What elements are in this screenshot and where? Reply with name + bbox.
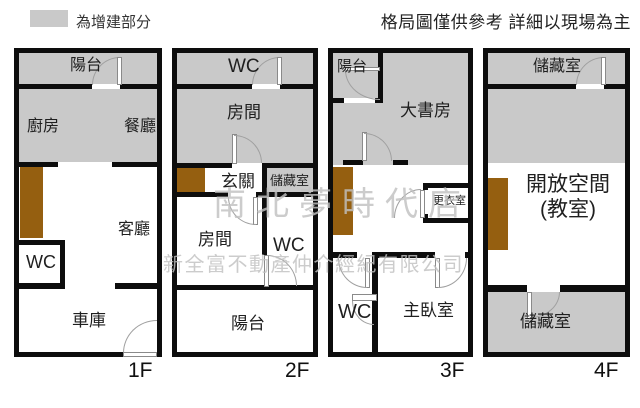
door-leaf (601, 57, 606, 85)
wall (313, 48, 318, 357)
door-opening (527, 285, 560, 292)
door-leaf (352, 294, 377, 301)
wall (393, 160, 408, 165)
wall (483, 352, 630, 357)
addition-area-4f (488, 89, 625, 163)
door-opening (232, 163, 262, 168)
room-label-storage: 儲藏室 (270, 173, 310, 188)
room-label-living: 客廳 (118, 221, 151, 238)
wall (423, 183, 473, 188)
watermark-company-name: 新全富不動產仲介經紀有限公司 (163, 254, 464, 276)
room-label-open-space: 開放空間 (526, 173, 610, 196)
room-label-open-space-sub: (教室) (540, 198, 596, 221)
wall (14, 352, 162, 357)
wall (14, 48, 19, 357)
cabinet-3f (333, 167, 353, 235)
room-label-wc: WC (26, 252, 56, 272)
wall (483, 48, 630, 53)
wall (172, 48, 318, 53)
wall (172, 285, 318, 290)
room-label-wc-3f: WC (338, 301, 372, 323)
cabinet-4f (488, 178, 508, 250)
door-leaf (277, 57, 282, 85)
room-label-dining: 餐廳 (124, 118, 157, 135)
door-opening (228, 192, 256, 197)
cabinet-1f (20, 167, 43, 238)
wall (328, 252, 357, 258)
room-label-garage: 車庫 (72, 311, 106, 330)
room-label-study: 大書房 (400, 101, 451, 120)
wall (465, 252, 473, 258)
cabinet-2f (177, 168, 205, 192)
opening (58, 162, 112, 167)
wall (483, 84, 630, 89)
wall (14, 283, 65, 289)
wall (372, 252, 378, 357)
room-label-storage-bottom: 儲藏室 (520, 312, 571, 331)
room-label-room-top: 房間 (227, 103, 261, 122)
wall (625, 48, 630, 357)
floor-label-4f: 4F (594, 359, 619, 382)
room-label-master: 主臥室 (403, 301, 454, 320)
room-balcony-1f (19, 53, 157, 89)
wall (328, 48, 473, 53)
wall (343, 160, 363, 165)
wall (14, 84, 162, 89)
wall (14, 48, 162, 53)
room-label-storage-top: 儲藏室 (533, 58, 582, 75)
wall (468, 48, 473, 357)
wall (328, 352, 473, 357)
room-label-balcony-2f: 陽台 (231, 314, 265, 333)
room-label-wc-bottom: WC (273, 235, 305, 256)
room-label-room-bottom: 房間 (198, 230, 232, 249)
door-leaf (123, 352, 157, 357)
wall (372, 252, 435, 258)
door-opening (576, 84, 604, 89)
watermark-store-name: 南北夢時代店 (213, 185, 471, 222)
room-kitchen-dining-1f (19, 89, 157, 167)
wall (157, 48, 162, 357)
wall (262, 163, 267, 255)
wall (115, 283, 162, 289)
wall (14, 240, 65, 245)
legend-label: 為增建部分 (76, 14, 152, 31)
wall (378, 48, 383, 103)
legend-swatch (30, 10, 68, 27)
room-label-balcony-3f: 陽台 (337, 58, 368, 75)
door-opening (423, 190, 428, 214)
floor-label-1f: 1F (128, 359, 153, 382)
wall (172, 84, 318, 89)
door-arc (123, 320, 157, 353)
room-storage-2f (267, 168, 313, 192)
floor-label-2f: 2F (285, 359, 310, 382)
room-label-wc-top: WC (228, 56, 260, 77)
room-wc-top-2f (177, 53, 313, 89)
door-leaf (117, 57, 122, 85)
door-opening (344, 98, 375, 103)
room-label-balcony: 陽台 (70, 57, 103, 74)
floor-label-3f: 3F (440, 359, 465, 382)
door-opening (252, 84, 280, 89)
room-label-dressing: 更衣室 (433, 195, 466, 207)
wall (172, 352, 318, 357)
wall (328, 48, 333, 357)
room-label-entry: 玄關 (221, 172, 255, 191)
wall (423, 218, 473, 223)
room-label-kitchen: 廚房 (27, 118, 60, 135)
wall (60, 240, 65, 289)
disclaimer-text: 格局圖僅供參考 詳細以現場為主 (380, 13, 631, 32)
wall (172, 48, 177, 357)
door-opening (92, 84, 120, 89)
wall (483, 48, 488, 357)
